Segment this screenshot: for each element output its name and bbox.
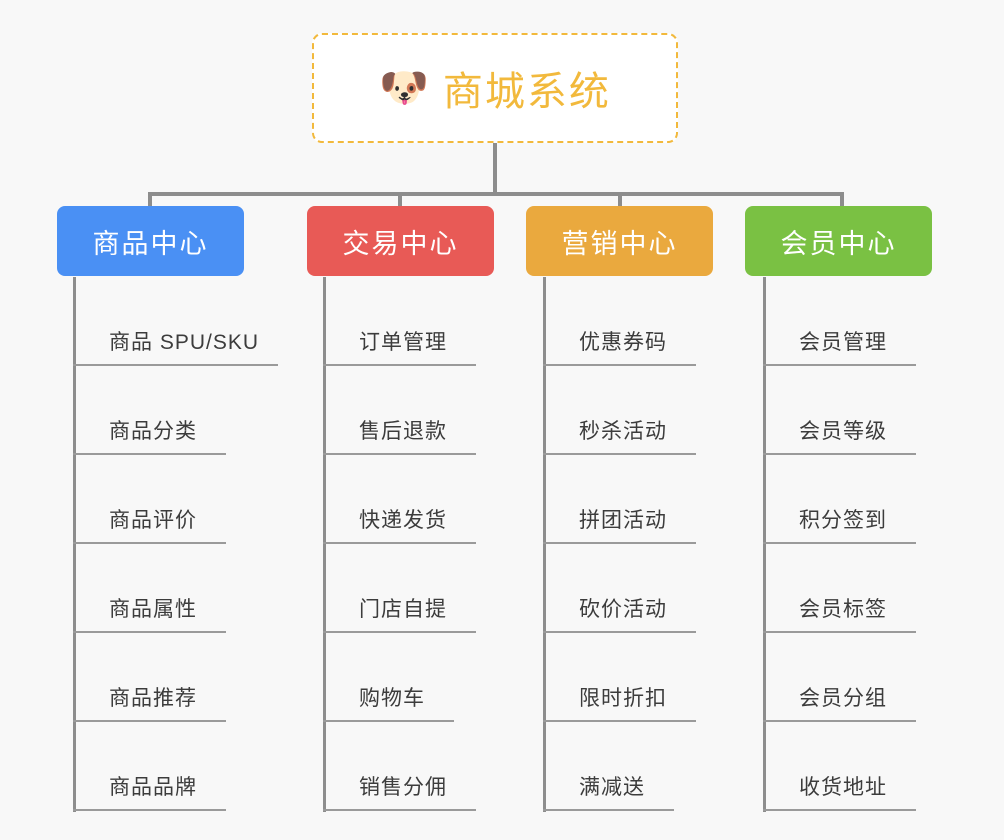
leaf-rule — [763, 542, 916, 544]
connector-horizontal-bus — [148, 192, 844, 196]
leaf-label: 订单管理 — [359, 331, 447, 354]
leaf-label: 砍价活动 — [579, 598, 667, 621]
leaf-label: 门店自提 — [359, 598, 447, 621]
leaf-label: 优惠券码 — [579, 331, 667, 354]
leaf-label: 会员管理 — [799, 331, 887, 354]
leaf-rule — [763, 453, 916, 455]
category-label-1: 商品中心 — [92, 228, 209, 259]
leaf-label: 拼团活动 — [579, 509, 667, 532]
branch-trunk-1 — [73, 277, 76, 812]
branch-trunk-2 — [323, 277, 326, 812]
leaf-label: 限时折扣 — [579, 687, 667, 710]
branch-trunk-3 — [543, 277, 546, 812]
leaf-label: 快递发货 — [359, 509, 447, 532]
leaf-label: 满减送 — [579, 776, 645, 799]
leaf-rule — [323, 453, 476, 455]
connector-drop-1 — [148, 192, 152, 206]
leaf-label: 会员标签 — [799, 598, 887, 621]
category-box-1[interactable]: 商品中心 — [57, 206, 244, 276]
connector-drop-4 — [840, 192, 844, 206]
leaf-rule — [323, 364, 476, 366]
leaf-rule — [543, 631, 696, 633]
category-label-3: 营销中心 — [561, 228, 678, 259]
leaf-label: 购物车 — [359, 687, 425, 710]
leaf-rule — [73, 453, 226, 455]
leaf-rule — [543, 542, 696, 544]
category-label-4: 会员中心 — [780, 228, 897, 259]
leaf-rule — [763, 631, 916, 633]
leaf-label: 商品分类 — [109, 420, 197, 443]
category-box-4[interactable]: 会员中心 — [745, 206, 932, 276]
leaf-rule — [323, 631, 476, 633]
leaf-label: 售后退款 — [359, 420, 447, 443]
category-label-2: 交易中心 — [342, 228, 459, 259]
category-box-3[interactable]: 营销中心 — [526, 206, 713, 276]
leaf-label: 会员等级 — [799, 420, 887, 443]
leaf-rule — [763, 720, 916, 722]
leaf-rule — [323, 720, 454, 722]
leaf-rule — [73, 364, 278, 366]
leaf-rule — [323, 809, 476, 811]
leaf-rule — [763, 364, 916, 366]
leaf-rule — [763, 809, 916, 811]
connector-drop-2 — [398, 192, 402, 206]
leaf-rule — [73, 720, 226, 722]
leaf-label: 积分签到 — [799, 509, 887, 532]
connector-drop-3 — [618, 192, 622, 206]
category-box-2[interactable]: 交易中心 — [307, 206, 494, 276]
leaf-rule — [543, 809, 674, 811]
leaf-label: 销售分佣 — [359, 776, 447, 799]
leaf-label: 秒杀活动 — [579, 420, 667, 443]
root-node[interactable]: 🐶 商城系统 — [312, 33, 678, 143]
branch-trunk-4 — [763, 277, 766, 812]
connector-root-stem — [493, 143, 497, 195]
leaf-label: 商品品牌 — [109, 776, 197, 799]
root-title: 商城系统 — [442, 70, 611, 114]
leaf-rule — [73, 631, 226, 633]
leaf-label: 收货地址 — [799, 776, 887, 799]
leaf-label: 会员分组 — [799, 687, 887, 710]
leaf-label: 商品推荐 — [109, 687, 197, 710]
leaf-label: 商品评价 — [109, 509, 197, 532]
leaf-rule — [543, 720, 696, 722]
dog-face-icon: 🐶 — [379, 66, 429, 110]
leaf-rule — [543, 453, 696, 455]
leaf-rule — [543, 364, 696, 366]
leaf-label: 商品属性 — [109, 598, 197, 621]
leaf-rule — [323, 542, 476, 544]
leaf-rule — [73, 542, 226, 544]
leaf-rule — [73, 809, 226, 811]
leaf-label: 商品 SPU/SKU — [109, 331, 260, 354]
